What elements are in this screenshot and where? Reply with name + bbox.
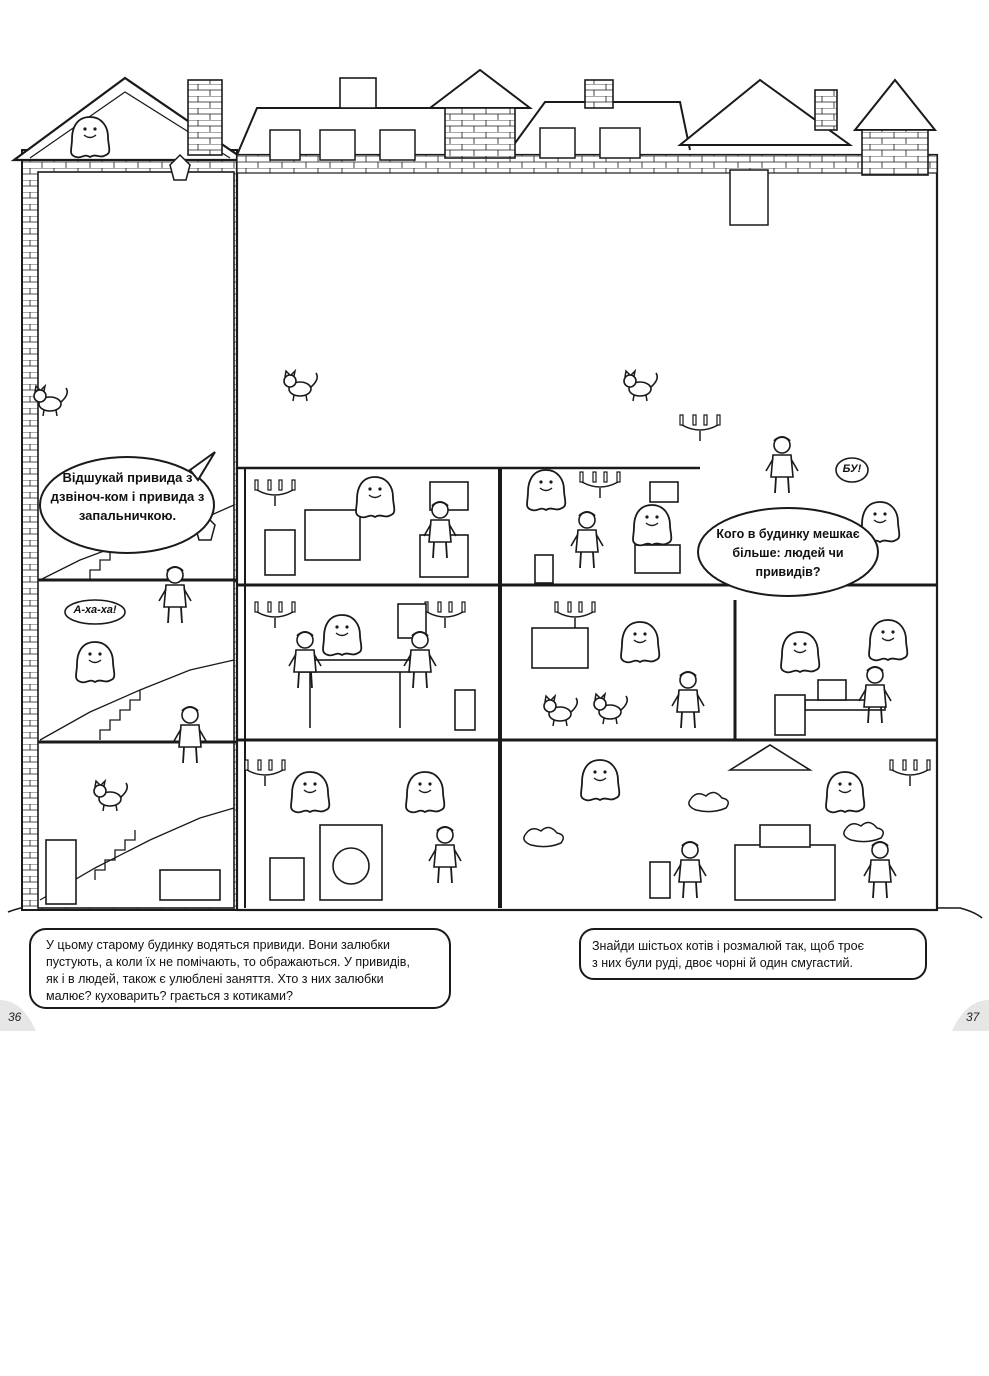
caption-left-line: як і в людей, також є улюблені заняття. … [46, 972, 384, 986]
lamp-icon [169, 153, 191, 181]
range-hood [727, 744, 813, 771]
sofa [159, 869, 221, 901]
pot [759, 824, 811, 848]
caption-left-line: пустують, а коли їх не помічають, то обр… [46, 955, 410, 969]
speech-bubble [835, 457, 869, 483]
ghost-icon [780, 631, 821, 674]
door [45, 839, 77, 905]
laptop [817, 679, 847, 701]
right-turret-roof [852, 78, 938, 131]
speech-bubble [697, 507, 879, 597]
speech-bubble [39, 456, 215, 554]
ghost-icon [322, 614, 363, 657]
caption-left-line: малює? куховарить? грається з котиками? [46, 989, 293, 1003]
center-turret-roof [427, 68, 533, 109]
page-tab-left [0, 1000, 36, 1031]
painting-canvas [304, 509, 361, 561]
stove [734, 844, 836, 901]
page-tab-right [952, 1000, 989, 1031]
ghost-icon [868, 619, 909, 662]
who-more-bubble-text: Кого в будинку мешкає більше: людей чи п… [716, 527, 860, 579]
stool [649, 861, 671, 899]
picture-frame [649, 481, 679, 503]
ghost-icon [526, 469, 567, 512]
laugh-speech: А-ха-ха! [73, 604, 117, 616]
ghost-icon [75, 641, 116, 684]
boo-speech: БУ! [842, 463, 862, 475]
chair [774, 694, 806, 736]
chimney [339, 77, 377, 109]
cloud [688, 791, 729, 813]
ghost-icon [70, 116, 111, 159]
caption-left: У цьому старому будинку водяться привиди… [46, 937, 446, 1005]
page-number-right: 37 [966, 1010, 980, 1024]
caption-box-right [579, 928, 927, 980]
caption-box-left [29, 928, 451, 1009]
stool [454, 689, 476, 731]
caption-right: Знайди шістьох котів і розмалюй так, щоб… [592, 938, 922, 972]
ghost-icon [290, 771, 331, 814]
stool [534, 554, 554, 584]
ghost-icon [580, 759, 621, 802]
ghost-icon [355, 476, 396, 519]
easel [264, 529, 296, 576]
chimney [584, 79, 614, 109]
cloud [523, 826, 564, 848]
caption-right-line: Знайди шістьох котів і розмалюй так, щоб… [592, 939, 864, 953]
bucket [269, 857, 305, 901]
chimney [187, 79, 223, 156]
picture-frame [531, 627, 589, 669]
ghost-icon [825, 771, 866, 814]
page-number-left: 36 [8, 1010, 22, 1024]
caption-right-line: з них були руді, двоє чорні й один смуга… [592, 956, 853, 970]
caption-left-line: У цьому старому будинку водяться привиди… [46, 938, 391, 952]
ghost-icon [405, 771, 446, 814]
ghost-icon [632, 504, 673, 547]
find-ghost-bubble-text: Відшукай привида з дзвіноч-ком і привида… [50, 470, 205, 523]
chimney [814, 89, 838, 131]
ghost-icon [620, 621, 661, 664]
cloud [843, 821, 884, 843]
vacuum-cleaner [634, 544, 681, 574]
speech-bubble [64, 599, 126, 625]
